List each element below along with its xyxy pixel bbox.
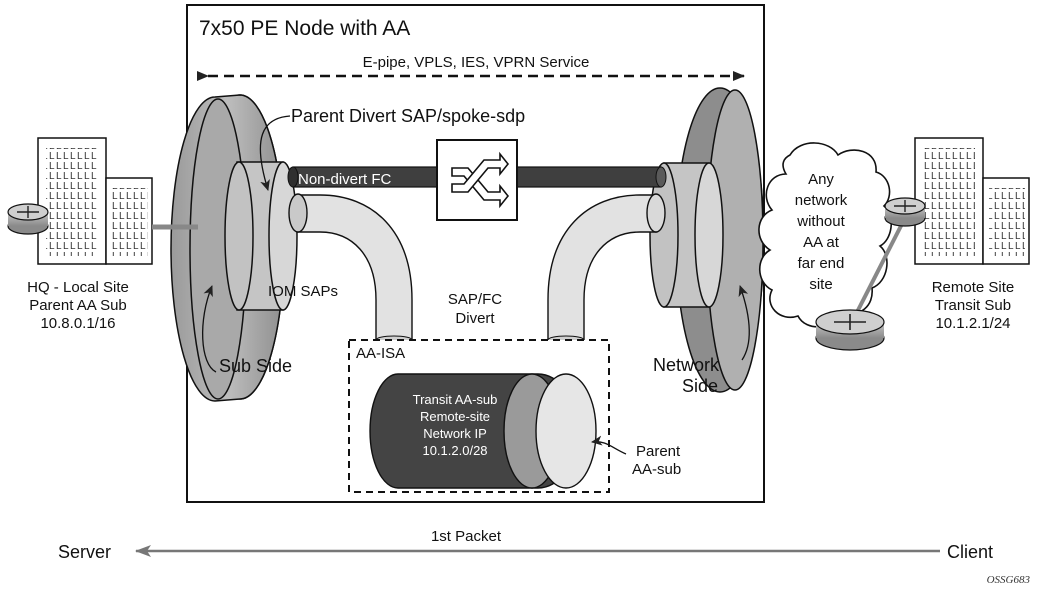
right-divert-pipe <box>547 193 666 345</box>
cylinder-line-2: Remote-site <box>420 409 490 424</box>
cloud-line-6: site <box>809 276 832 293</box>
client-label: Client <box>947 542 993 562</box>
hq-router-icon <box>7 203 49 235</box>
cloud-line-3: without <box>796 213 845 230</box>
cloud-line-5: far end <box>798 255 845 272</box>
network-side-pointer <box>738 285 750 361</box>
sap-fc-label: SAP/FC <box>448 291 502 308</box>
remote-label-2: Transit Sub <box>935 297 1011 314</box>
iom-saps-label: IOM SAPs <box>268 283 338 300</box>
hq-label-1: HQ - Local Site <box>27 279 129 296</box>
divert-label: Divert <box>455 310 495 327</box>
aa-isa-label: AA-ISA <box>356 345 405 362</box>
network-side-disk <box>649 87 765 393</box>
network-side-label-2: Side <box>682 376 718 396</box>
parent-aa-sub-label-1: Parent <box>636 443 681 460</box>
cylinder-line-3: Network IP <box>423 426 487 441</box>
remote-router-top-icon <box>884 197 926 227</box>
first-packet-label: 1st Packet <box>431 528 502 545</box>
parent-aa-sub-pointer <box>591 435 627 455</box>
remote-router-bottom-icon <box>815 309 885 351</box>
figure-id: OSSG683 <box>987 574 1031 586</box>
switch-box <box>436 139 518 221</box>
service-label: E-pipe, VPLS, IES, VPRN Service <box>363 54 590 71</box>
cylinder-line-1: Transit AA-sub <box>413 392 498 407</box>
sub-side-label: Sub Side <box>219 356 292 376</box>
remote-link <box>850 217 907 323</box>
server-label: Server <box>58 542 111 562</box>
parent-aa-sub-label-2: AA-sub <box>632 461 681 478</box>
cloud-line-2: network <box>795 192 848 209</box>
pe-node-title: 7x50 PE Node with AA <box>199 17 410 40</box>
cloud-line-4: AA at <box>803 234 840 251</box>
hq-label-2: Parent AA Sub <box>29 297 127 314</box>
network-side-label-1: Network <box>653 355 720 375</box>
transit-cylinder <box>369 373 597 489</box>
hq-label-3: 10.8.0.1/16 <box>40 315 115 332</box>
sub-side-disk <box>170 94 298 402</box>
hq-building-icon <box>37 137 153 265</box>
cylinder-line-4: 10.1.2.0/28 <box>422 443 487 458</box>
non-divert-label: Non-divert FC <box>298 171 392 188</box>
remote-label-3: 10.1.2.1/24 <box>935 315 1010 332</box>
parent-divert-pointer <box>259 115 291 191</box>
remote-building-icon <box>914 137 1030 265</box>
sub-side-pointer <box>202 285 217 373</box>
parent-divert-label: Parent Divert SAP/spoke-sdp <box>291 106 525 126</box>
remote-label-1: Remote Site <box>932 279 1015 296</box>
cloud-line-1: Any <box>808 171 834 188</box>
